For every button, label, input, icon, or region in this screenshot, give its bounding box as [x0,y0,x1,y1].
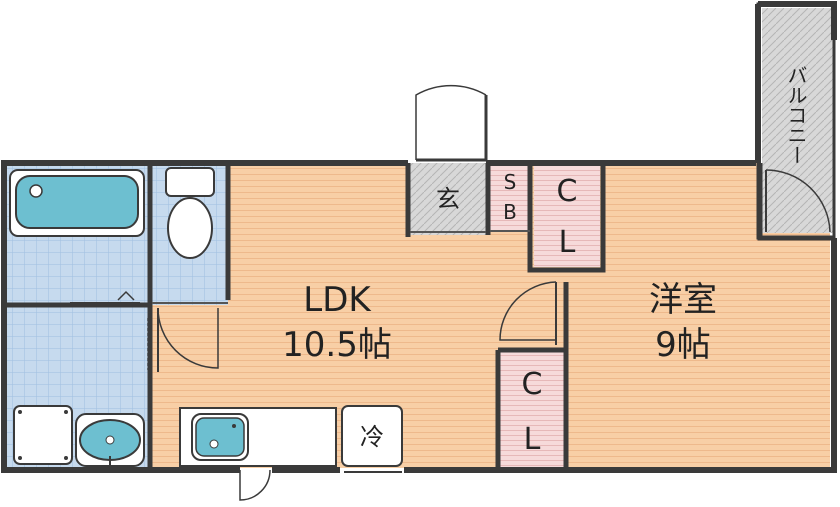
thin-lines [152,230,530,304]
closet-upper-label-l: L [558,225,576,260]
closet-upper-label-c: C [556,174,578,209]
ldk-label: LDK [303,280,371,320]
balcony-label: バルコニー [784,65,808,165]
refrigerator-box [341,405,403,467]
refrigerator-label: 冷 [360,423,384,451]
entrance-floor [408,163,486,235]
interior-walls [6,163,834,470]
western-room-label: 洋室 [649,280,717,320]
bottom-door [239,469,271,501]
wash-basin-icon [75,413,145,467]
shoe-box-label-b: B [503,200,517,224]
bathtub-basin [15,175,139,229]
shoe-box-label-s: S [503,170,517,194]
drain-icon [29,184,43,198]
shoe-box-area [490,163,530,231]
closet-lower-label-c: C [521,367,543,402]
balcony-area [762,8,834,233]
closet-lower-label-l: L [523,422,541,457]
toilet-door [157,307,219,369]
kitchen-counter [179,407,337,467]
ldk-size: 10.5帖 [282,325,392,365]
closet-upper-area [534,163,600,267]
washing-machine-icon [13,405,73,465]
toilet-icon [165,167,215,259]
entrance-door-swing [415,84,487,160]
western-room-size: 9帖 [655,325,711,365]
closet-lower-area [500,352,566,468]
entrance-label: 玄 [436,185,460,213]
